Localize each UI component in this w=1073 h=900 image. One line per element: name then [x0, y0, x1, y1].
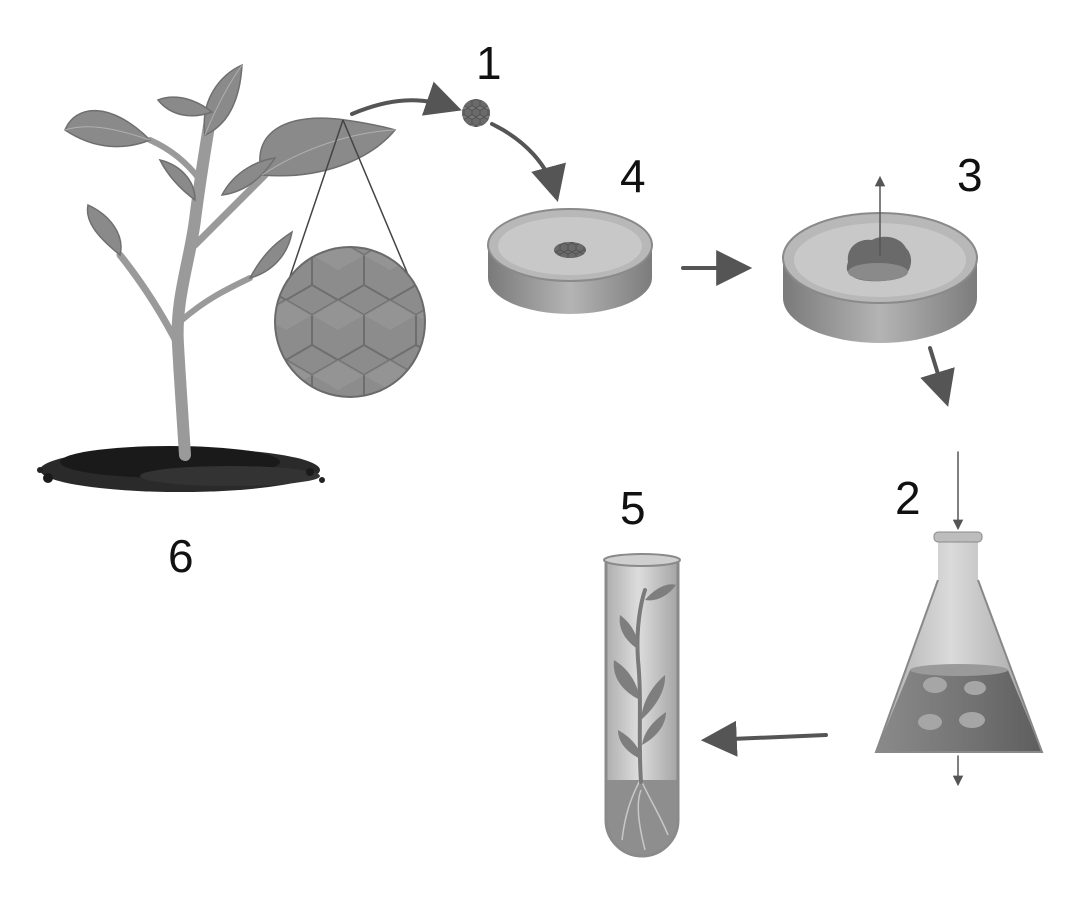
plant-stem — [116, 114, 269, 461]
leaf-veins — [64, 64, 396, 176]
arrow-flask-to-tube — [700, 720, 828, 757]
step-label-6: 6 — [168, 530, 194, 582]
step-label-2: 2 — [895, 472, 921, 524]
leaf-cell-magnifier — [274, 119, 426, 398]
process-arrows — [350, 81, 964, 787]
arrow-callus-to-flask — [920, 346, 955, 407]
step-label-4: 4 — [620, 150, 646, 202]
step-label-1: 1 — [476, 37, 502, 89]
arrow-explant-to-dish — [490, 122, 566, 202]
petri-dish-callus — [782, 212, 978, 343]
petri-dish-explant — [487, 208, 653, 314]
arrow-leaf-to-explant — [350, 81, 462, 116]
step-label-5: 5 — [620, 482, 646, 534]
explant-disc — [462, 99, 490, 127]
step-label-3: 3 — [957, 149, 983, 201]
test-tube — [603, 553, 681, 858]
plant-leaves — [64, 63, 397, 280]
soil-mound — [37, 446, 325, 492]
plant-illustration — [37, 63, 397, 492]
erlenmeyer-flask — [874, 531, 1044, 753]
